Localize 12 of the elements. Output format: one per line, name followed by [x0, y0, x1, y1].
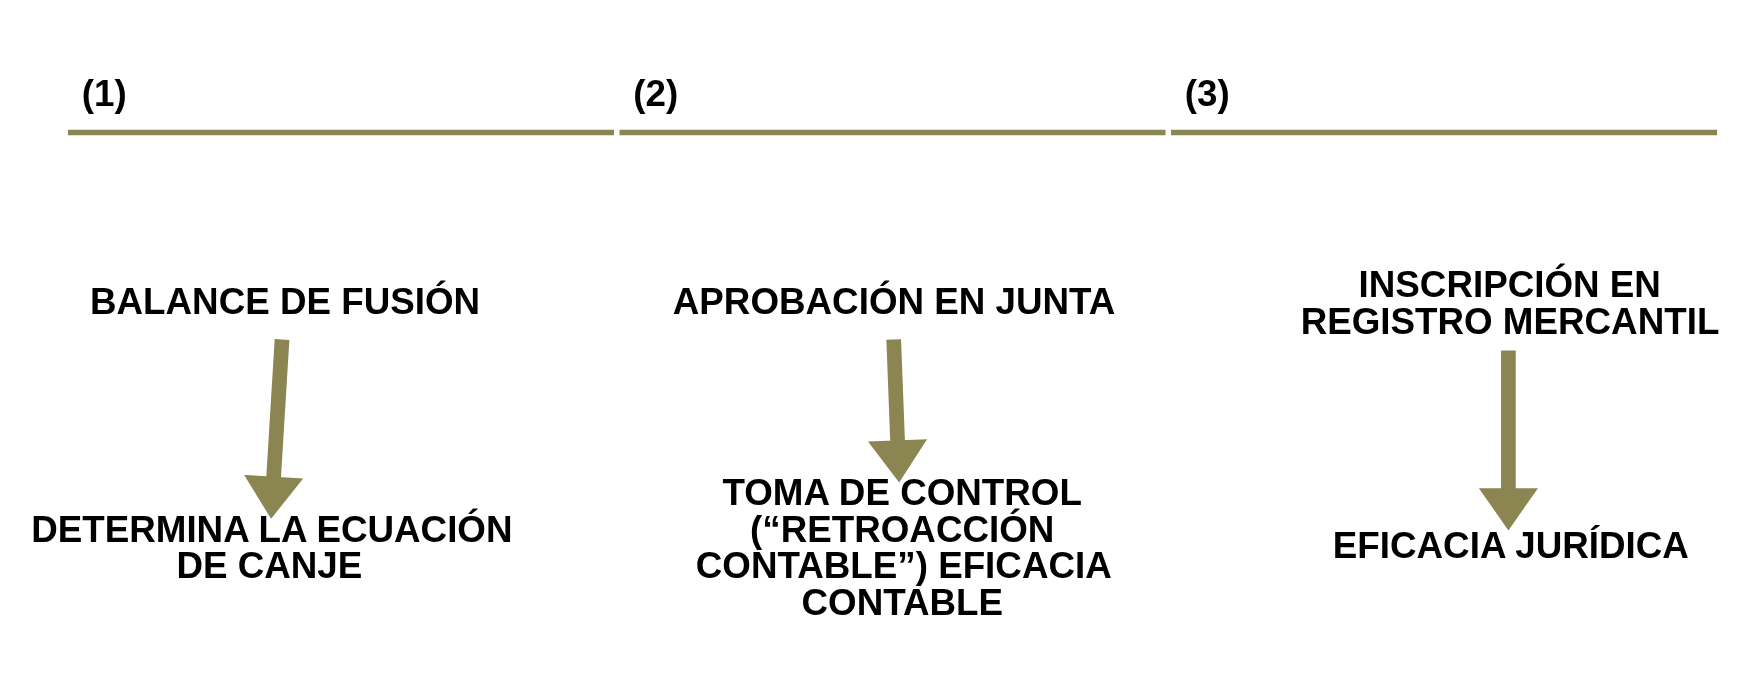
label: (3): [1184, 72, 1230, 114]
arrow: [244, 338, 304, 519]
node-text: EFICACIA JURÍDICA: [1332, 524, 1689, 566]
node-text: TOMA DE CONTROL (“RETROACCIÓN CONTABLE”) EFICACIA CONTABLE: [695, 471, 1112, 623]
node-text: INSCRIPCIÓN EN REGISTRO MERCANTIL: [1300, 263, 1720, 342]
node-text: DETERMINA LA ECUACIÓN DE CANJE: [31, 508, 513, 586]
arrow: [868, 338, 928, 483]
label: (2): [633, 72, 679, 114]
node-text: APROBACIÓN EN JUNTA: [672, 280, 1116, 322]
node-text: BALANCE DE FUSIÓN: [90, 280, 481, 322]
arrow: [1478, 350, 1538, 530]
label: (1): [81, 72, 127, 114]
